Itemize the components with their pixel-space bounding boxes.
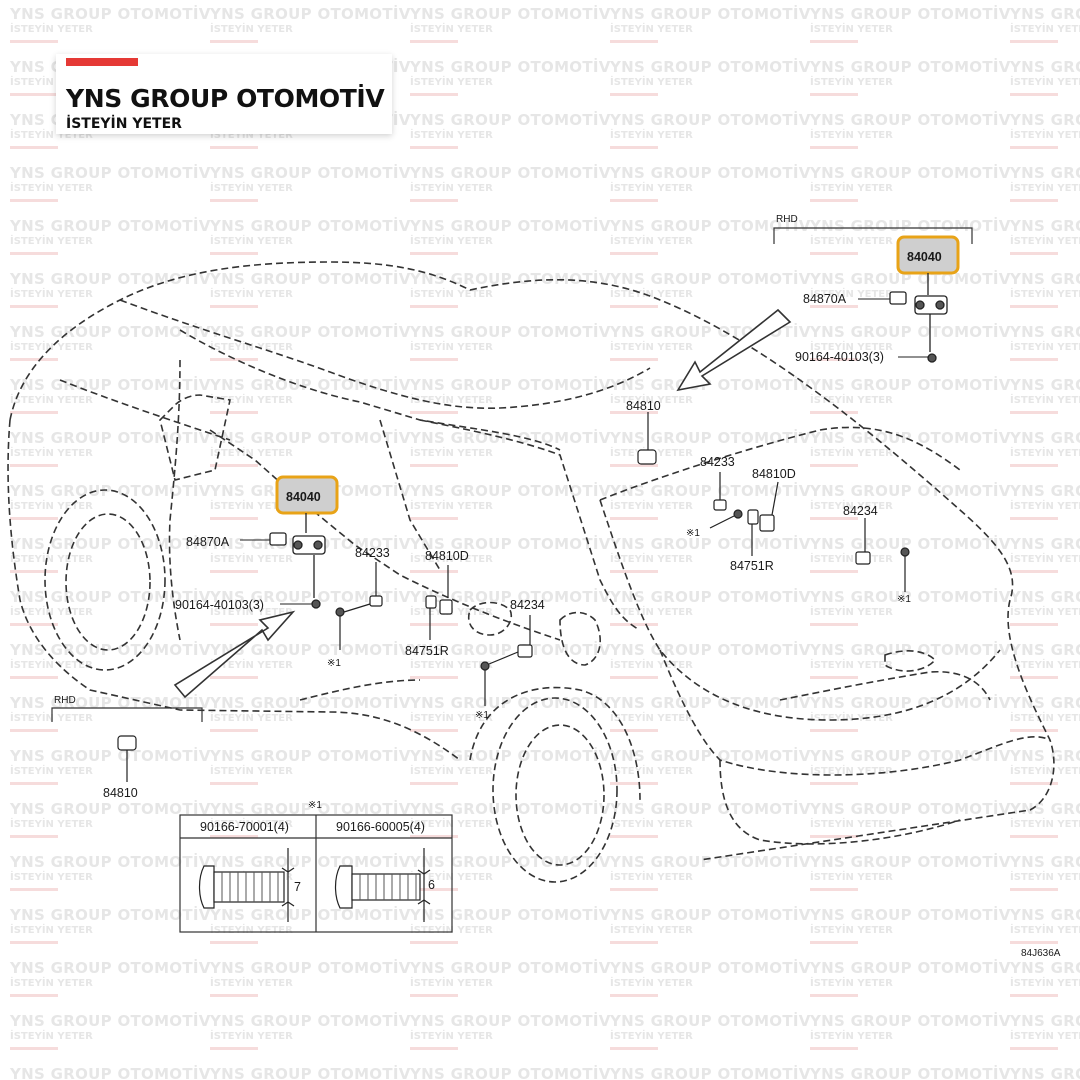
- sensor-part-left: [269, 513, 326, 609]
- dim-label-7: 7: [294, 880, 301, 894]
- screw-label-left: 90164-40103(3): [175, 598, 264, 612]
- mark-left-1: ※1: [327, 658, 341, 669]
- screw-drawing-2: [334, 848, 431, 922]
- lhd-label: RHD: [54, 695, 76, 706]
- dim-label-6: 6: [428, 878, 435, 892]
- sensor-part-right: [889, 273, 948, 363]
- mark-right-2: ※1: [897, 594, 911, 605]
- mark-left-2: ※1: [475, 710, 489, 721]
- part-label-84233-right: 84233: [700, 455, 735, 469]
- figure-code: 84J636A: [1021, 948, 1061, 959]
- part-label-84234-right: 84234: [843, 504, 878, 518]
- rhd-label: RHD: [776, 214, 798, 225]
- part-label-84870a-left: 84870A: [186, 535, 230, 549]
- table-col2-header: 90166-60005(4): [336, 820, 425, 834]
- mark-right-1: ※1: [686, 528, 700, 539]
- car-outline: [7, 261, 1055, 861]
- table-note: ※1: [308, 800, 322, 811]
- part-label-84751r-right: 84751R: [730, 559, 774, 573]
- lhd-bracket: [51, 707, 203, 722]
- part-label-84040-left: 84040: [286, 490, 321, 504]
- part-label-84810-lhd: 84810: [103, 786, 138, 800]
- brand-accent-bar: [66, 58, 138, 66]
- brand-card: YNS GROUP OTOMOTİV İSTEYİN YETER: [56, 54, 392, 134]
- screw-drawing-1: [198, 848, 295, 922]
- brand-subtitle: İSTEYİN YETER: [66, 116, 182, 132]
- screw-table: [179, 814, 453, 933]
- rhd-bracket: [773, 227, 973, 244]
- left-switch-parts: [335, 562, 533, 706]
- front-wheel: [44, 489, 166, 671]
- rear-wheel: [469, 686, 641, 883]
- part-label-84870a-right: 84870A: [803, 292, 847, 306]
- part-label-84233-left: 84233: [355, 546, 390, 560]
- lhd-part: [117, 735, 137, 782]
- part-label-84234-left: 84234: [510, 598, 545, 612]
- arrow-right-side: [676, 308, 792, 392]
- brand-title: YNS GROUP OTOMOTİV: [66, 84, 385, 113]
- part-label-84751r-left: 84751R: [405, 644, 449, 658]
- part-label-84810d-left: 84810D: [425, 549, 469, 563]
- table-col1-header: 90166-70001(4): [200, 820, 289, 834]
- highlight-box-left: [275, 475, 339, 515]
- part-label-84810d-right: 84810D: [752, 467, 796, 481]
- right-switch-parts: [637, 412, 910, 592]
- screw-label-right: 90164-40103(3): [795, 350, 884, 364]
- arrow-left-side: [173, 610, 296, 699]
- part-label-84040-right: 84040: [907, 250, 942, 264]
- part-label-84810-right: 84810: [626, 399, 661, 413]
